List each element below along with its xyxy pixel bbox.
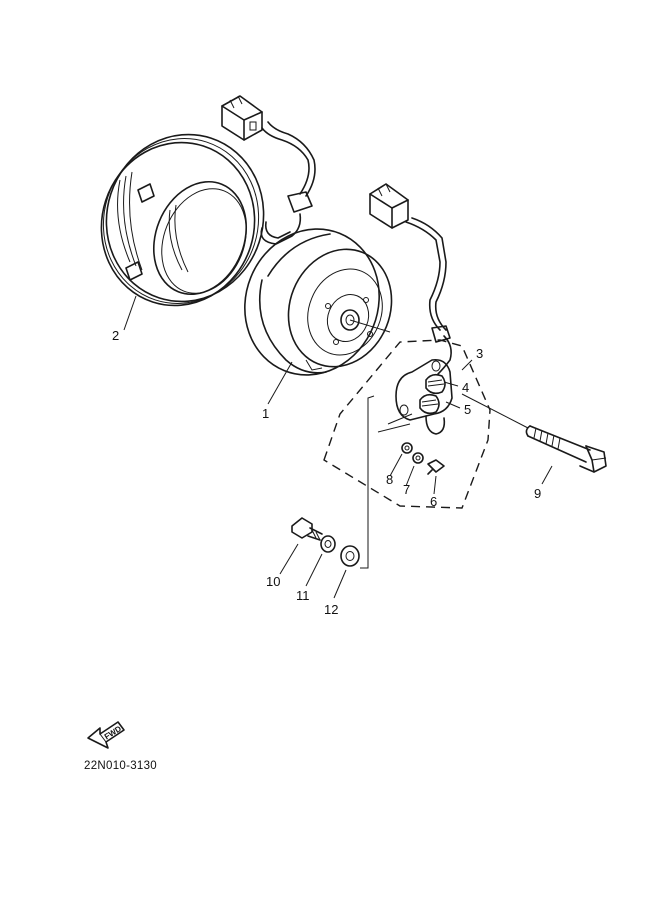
stator-coil-assembly: [100, 95, 316, 307]
diagram-reference-code: 22N010-3130: [84, 760, 157, 772]
forward-direction-arrow: FWD: [87, 721, 125, 749]
bolt: [461, 393, 607, 473]
fwd-arrow-text: FWD: [103, 724, 123, 741]
callout-12: 12: [324, 602, 338, 617]
callout-5: 5: [464, 402, 471, 417]
callout-10: 10: [266, 574, 280, 589]
callout-6: 6: [430, 494, 437, 509]
leader-lines: [123, 295, 553, 599]
callout-9: 9: [534, 486, 541, 501]
callout-8: 8: [386, 472, 393, 487]
pickup-coil-assembly: [369, 183, 453, 435]
assembly-boundary: [323, 339, 491, 509]
callout-11: 11: [296, 588, 310, 603]
callout-3: 3: [476, 346, 483, 361]
callout-2: 2: [112, 328, 119, 343]
rotor-flywheel: [244, 228, 393, 376]
small-hardware: [401, 442, 445, 475]
callout-1: 1: [262, 406, 269, 421]
callout-7: 7: [403, 482, 410, 497]
callout-4: 4: [462, 380, 469, 395]
fastener-set: [291, 395, 375, 569]
